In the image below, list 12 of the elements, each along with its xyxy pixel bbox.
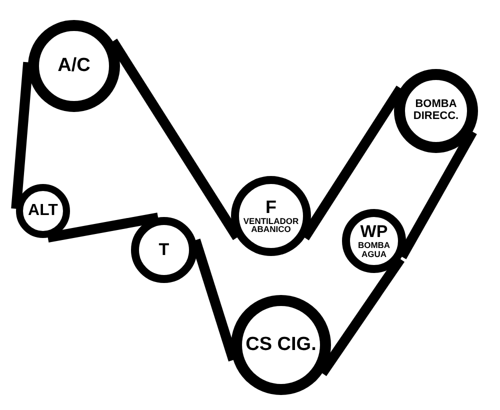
pulley [16,184,70,238]
belt-segment [11,62,34,210]
pulley-label: F [266,198,276,217]
pulley-label: BOMBA DIRECC. [412,99,460,123]
pulley-label: ALT [28,202,58,220]
pulley-label: BOMBA AGUA [356,241,392,259]
pulley-label: CS CIG. [246,335,316,355]
belt-segment [46,212,159,242]
pulley-label: WP [360,223,388,241]
pulley-label: A/C [58,56,90,76]
pulley-label: T [158,241,170,259]
pulley-label: VENTILADOR ABANICO [242,216,300,234]
